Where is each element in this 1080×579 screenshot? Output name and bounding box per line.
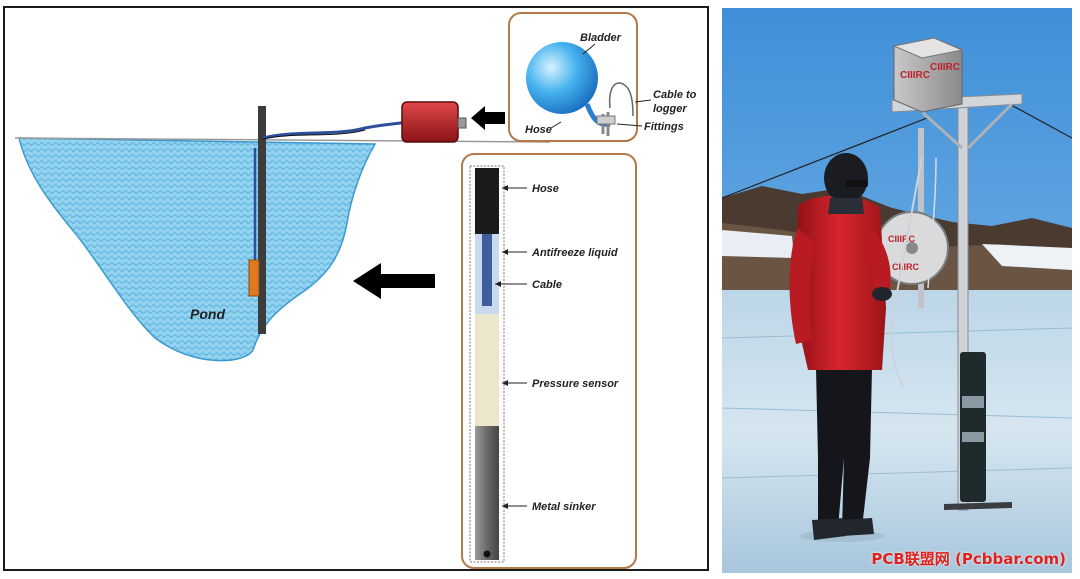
drum-logo-1: CIIIRC — [888, 234, 916, 244]
cable-to-label: Cable to — [653, 89, 697, 101]
metal-sinker-label: Metal sinker — [532, 501, 596, 513]
pressure-sensor-marker — [248, 259, 260, 297]
water-surface-line — [14, 137, 551, 143]
mounting-pole — [258, 106, 266, 334]
antifreeze-label: Antifreeze liquid — [531, 247, 618, 259]
sensor-detail-inset — [461, 153, 637, 569]
hose-inset-label: Hose — [525, 124, 552, 136]
bladder-label: Bladder — [580, 32, 622, 44]
fittings-label: Fittings — [644, 121, 684, 133]
frozen-pond — [722, 290, 1072, 573]
logger-cable-inset — [608, 82, 634, 117]
logger-cable — [262, 120, 408, 140]
pressure-sensor-section — [475, 314, 499, 426]
hose-section — [475, 168, 499, 234]
pond-water — [18, 137, 377, 362]
logger-label: logger — [653, 103, 687, 115]
arrow-bladder-to-logger — [471, 106, 505, 130]
bladder — [526, 42, 598, 114]
drum-logo-2: CIIIRC — [892, 262, 920, 272]
box-logo-1: CIIIRC — [900, 70, 930, 81]
pressure-sensor-label: Pressure sensor — [532, 378, 619, 390]
logger-connector — [457, 117, 467, 129]
diagram-panel: Pond Bladder Cable to logger Fittings Ho… — [3, 6, 709, 571]
data-logger — [401, 101, 459, 143]
cable-section — [482, 234, 492, 306]
field-photo: CIIIRC CIIIRC CIIIRC CIIIRC P — [722, 8, 1072, 573]
pond-label: Pond — [190, 306, 225, 322]
metal-sinker-section — [475, 426, 499, 560]
field-photo-illustration: CIIIRC CIIIRC CIIIRC CIIIRC — [722, 8, 1072, 573]
sinker-hole — [483, 550, 491, 558]
arrow-detail-to-pond — [353, 263, 435, 299]
watermark: PCB联盟网 (Pcbbar.com) — [871, 550, 1066, 568]
box-logo-2: CIIIRC — [930, 62, 960, 73]
hanging-cable — [890, 157, 923, 387]
installation-diagram: Pond Bladder Cable to logger Fittings Ho… — [14, 12, 697, 569]
sensor-housing — [960, 352, 986, 502]
hose-label: Hose — [532, 183, 559, 195]
researcher — [789, 153, 892, 542]
cable-label: Cable — [532, 279, 562, 291]
base-plate — [944, 502, 1012, 510]
